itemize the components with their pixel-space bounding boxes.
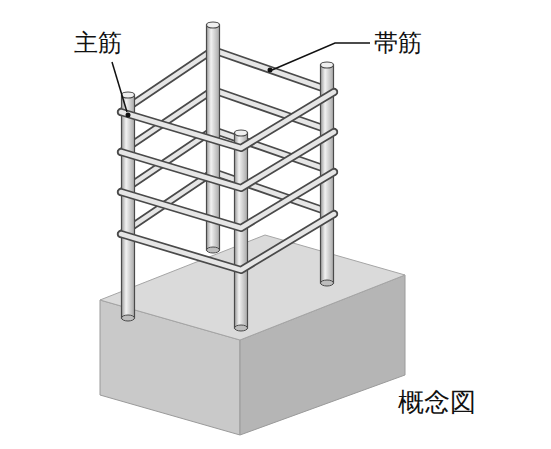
tie-front-segments: [121, 92, 334, 270]
tie-back-segments: [121, 50, 334, 234]
part-name: 帯筋: [374, 30, 422, 56]
part-name: 主筋: [74, 30, 122, 56]
figure-caption: 概念図: [398, 388, 476, 417]
leader-lines: [112, 43, 370, 118]
main-bars: [122, 22, 334, 331]
